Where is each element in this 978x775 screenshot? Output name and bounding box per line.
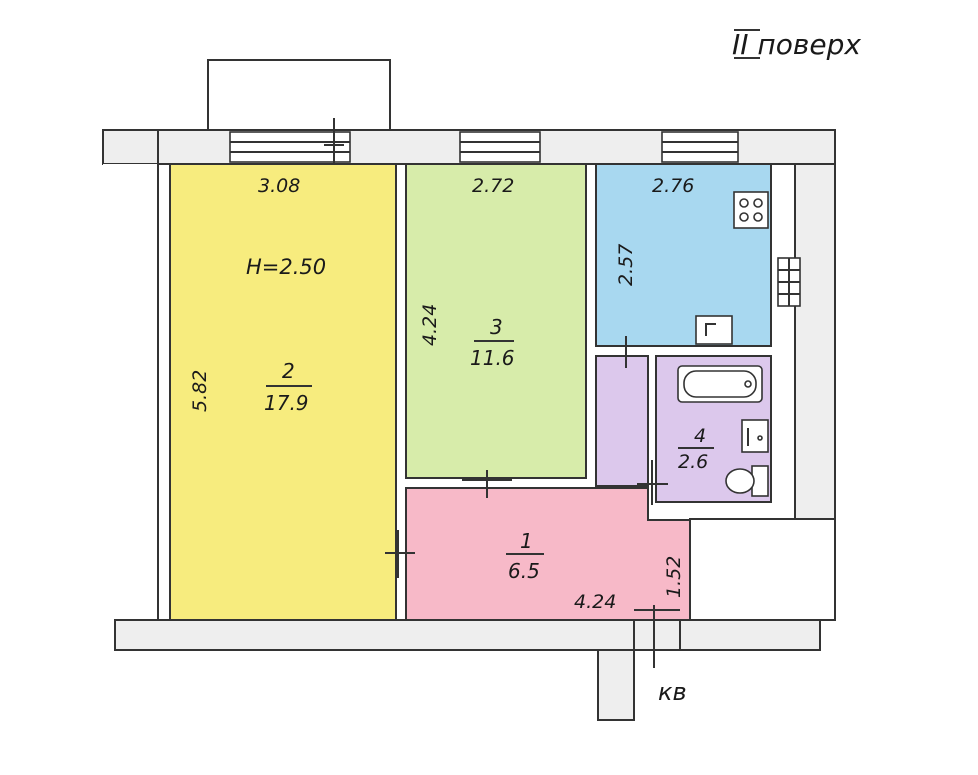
balcony bbox=[207, 59, 391, 133]
window-kitchen bbox=[661, 131, 739, 163]
radiator-icon bbox=[777, 257, 801, 307]
bathroom-area: 2.6 bbox=[678, 451, 708, 473]
washbasin-icon bbox=[741, 419, 769, 453]
bathroom-number: 4 bbox=[694, 425, 706, 447]
windows bbox=[229, 131, 739, 163]
room-kitchen bbox=[595, 163, 772, 347]
room-corridor bbox=[405, 487, 691, 621]
corridor-width: 1.52 bbox=[663, 556, 685, 598]
stove-icon bbox=[733, 191, 769, 229]
bedroom-length: 4.24 bbox=[419, 304, 441, 346]
corridor-length: 4.24 bbox=[574, 591, 616, 613]
room-bedroom bbox=[405, 163, 587, 479]
bedroom-width: 2.72 bbox=[472, 175, 514, 197]
door-marks bbox=[385, 336, 681, 668]
toilet-icon bbox=[725, 465, 769, 497]
corridor-number: 1 bbox=[520, 529, 533, 553]
living-number: 2 bbox=[282, 359, 295, 383]
window-living bbox=[229, 131, 351, 163]
floor-label: II поверх bbox=[732, 28, 861, 61]
room-living bbox=[169, 163, 397, 621]
room-closet bbox=[595, 355, 649, 487]
corridor-area: 6.5 bbox=[508, 559, 540, 583]
sink-icon bbox=[695, 315, 733, 345]
walls bbox=[102, 129, 836, 721]
bathtub-icon bbox=[677, 365, 763, 403]
living-width: 3.08 bbox=[258, 175, 300, 197]
window-bedroom bbox=[459, 131, 541, 163]
entrance-label: кв bbox=[658, 678, 687, 706]
bedroom-area: 11.6 bbox=[470, 346, 515, 370]
ceiling-height: H=2.50 bbox=[246, 255, 326, 279]
kitchen-length: 2.57 bbox=[615, 244, 637, 286]
bedroom-number: 3 bbox=[490, 315, 503, 339]
kitchen-width: 2.76 bbox=[652, 175, 694, 197]
living-area: 17.9 bbox=[264, 391, 309, 415]
living-length: 5.82 bbox=[189, 370, 211, 412]
